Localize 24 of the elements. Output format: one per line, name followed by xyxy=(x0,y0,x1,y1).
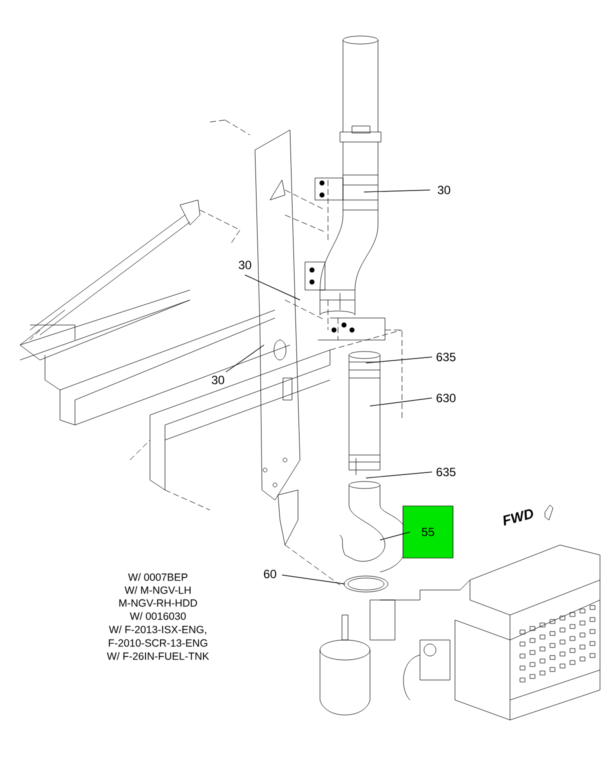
note-text: M-NGV-RH-HDD xyxy=(119,599,197,607)
leader-line xyxy=(244,274,300,300)
callout-number: 60 xyxy=(264,570,276,578)
note-text: W/ F-26IN-FUEL-TNK xyxy=(106,652,210,660)
callout-number: 635 xyxy=(436,468,456,476)
note-text: W/ F-2013-ISX-ENG, xyxy=(108,626,206,634)
leader-line xyxy=(366,472,432,478)
note-text: W/ 0016030 xyxy=(130,612,186,620)
leader-line xyxy=(380,532,410,540)
callout-number: 30 xyxy=(238,260,252,270)
leader-line xyxy=(226,344,264,372)
direction-label: FWD xyxy=(503,509,534,526)
leader-line xyxy=(364,190,430,192)
callout-number: 635 xyxy=(436,352,456,362)
callout-box: 55 xyxy=(402,506,454,558)
note-text: W/ M-NGV-LH xyxy=(124,586,191,594)
callout-number: 30 xyxy=(212,376,224,384)
callout-number: 30 xyxy=(438,186,450,194)
note-text: F-2010-SCR-13-ENG xyxy=(108,639,208,647)
callout-number: 630 xyxy=(436,394,456,402)
leader-line xyxy=(366,356,432,364)
leader-line xyxy=(370,398,432,406)
leader-line xyxy=(282,574,346,584)
note-text: W/ 0007BEP xyxy=(128,573,188,581)
